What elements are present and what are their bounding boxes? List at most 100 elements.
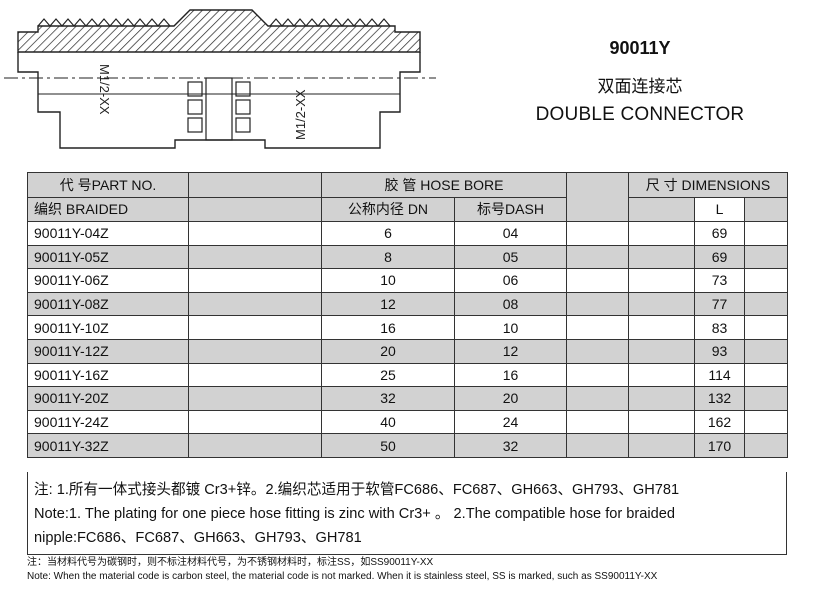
l-cell: 69 bbox=[694, 244, 745, 270]
part-no-cell: 90011Y-06Z bbox=[27, 268, 189, 293]
dash-cell: 05 bbox=[454, 244, 567, 270]
dn-cell: 40 bbox=[321, 409, 455, 435]
empty-cell bbox=[566, 268, 629, 293]
empty-cell bbox=[188, 315, 322, 340]
l-cell: 73 bbox=[694, 268, 745, 293]
table-header-row-2: 编织 BRAIDED 公称内径 DN 标号DASH L bbox=[27, 196, 789, 222]
header-braided: 编织 BRAIDED bbox=[27, 196, 189, 222]
header-dn: 公称内径 DN bbox=[321, 196, 455, 222]
part-no-cell: 90011Y-12Z bbox=[27, 338, 189, 364]
empty-cell bbox=[628, 386, 695, 411]
dn-cell: 32 bbox=[321, 386, 455, 411]
empty-cell bbox=[188, 268, 322, 293]
empty-cell bbox=[628, 338, 695, 364]
header-dash: 标号DASH bbox=[454, 196, 567, 222]
empty-cell bbox=[566, 315, 629, 340]
header-empty bbox=[566, 172, 629, 222]
table-header-row-1: 代 号PART NO. 胶 管 HOSE BORE 尺 寸 DIMENSIONS bbox=[27, 172, 789, 222]
dn-cell: 8 bbox=[321, 244, 455, 270]
dash-cell: 06 bbox=[454, 268, 567, 293]
product-name-en: DOUBLE CONNECTOR bbox=[535, 104, 745, 125]
header-empty bbox=[188, 172, 322, 198]
empty-cell bbox=[628, 268, 695, 293]
header-empty bbox=[188, 196, 322, 222]
empty-cell bbox=[566, 409, 629, 435]
header-part-no: 代 号PART NO. bbox=[27, 172, 189, 198]
l-cell: 83 bbox=[694, 315, 745, 340]
dash-cell: 08 bbox=[454, 291, 567, 317]
l-cell: 132 bbox=[694, 386, 745, 411]
left-thread-label: M1/2-XX bbox=[97, 64, 112, 115]
dash-cell: 32 bbox=[454, 433, 567, 458]
empty-cell bbox=[628, 244, 695, 270]
empty-cell bbox=[566, 433, 629, 458]
part-no-cell: 90011Y-24Z bbox=[27, 409, 189, 435]
dash-cell: 20 bbox=[454, 386, 567, 411]
header-empty bbox=[743, 196, 789, 222]
empty-cell bbox=[566, 362, 629, 388]
empty-cell bbox=[628, 221, 695, 246]
dn-cell: 16 bbox=[321, 315, 455, 340]
part-no-cell: 90011Y-05Z bbox=[27, 244, 189, 270]
note-en-line2: nipple:FC686、FC687、GH663、GH793、GH781 bbox=[34, 530, 362, 546]
spec-table: 代 号PART NO. 胶 管 HOSE BORE 尺 寸 DIMENSIONS… bbox=[27, 172, 789, 458]
empty-cell bbox=[743, 291, 789, 317]
footnote: 注：当材料代号为碳钢时，则不标注材料代号，为不锈钢材料时，标注SS，如SS900… bbox=[27, 556, 657, 584]
part-no-cell: 90011Y-32Z bbox=[27, 433, 189, 458]
product-name-cn: 双面连接芯 bbox=[597, 77, 683, 96]
l-cell: 162 bbox=[694, 409, 745, 435]
l-cell: 93 bbox=[694, 338, 745, 364]
header-dimensions: 尺 寸 DIMENSIONS bbox=[627, 172, 789, 198]
dn-cell: 25 bbox=[321, 362, 455, 388]
empty-cell bbox=[566, 338, 629, 364]
part-no-cell: 90011Y-20Z bbox=[27, 386, 189, 411]
empty-cell bbox=[743, 362, 789, 388]
empty-cell bbox=[188, 386, 322, 411]
empty-cell bbox=[628, 433, 695, 458]
l-cell: 114 bbox=[694, 362, 745, 388]
empty-cell bbox=[743, 268, 789, 293]
part-no-cell: 90011Y-04Z bbox=[27, 221, 189, 246]
empty-cell bbox=[188, 362, 322, 388]
empty-cell bbox=[743, 433, 789, 458]
footnote-cn: 注：当材料代号为碳钢时，则不标注材料代号，为不锈钢材料时，标注SS，如SS900… bbox=[27, 557, 434, 568]
empty-cell bbox=[566, 291, 629, 317]
note-en-line1: Note:1. The plating for one piece hose f… bbox=[34, 506, 675, 522]
l-cell: 69 bbox=[694, 221, 745, 246]
empty-cell bbox=[743, 244, 789, 270]
empty-cell bbox=[628, 315, 695, 340]
part-no-cell: 90011Y-16Z bbox=[27, 362, 189, 388]
right-thread-label: M1/2-XX bbox=[293, 89, 308, 140]
empty-cell bbox=[743, 409, 789, 435]
empty-cell bbox=[566, 221, 629, 246]
empty-cell bbox=[188, 409, 322, 435]
empty-cell bbox=[743, 315, 789, 340]
header-empty bbox=[628, 196, 695, 222]
empty-cell bbox=[566, 386, 629, 411]
dn-cell: 10 bbox=[321, 268, 455, 293]
dash-cell: 24 bbox=[454, 409, 567, 435]
dn-cell: 20 bbox=[321, 338, 455, 364]
double-connector-drawing: M1/2-XX M1/2-XX bbox=[4, 9, 436, 149]
empty-cell bbox=[628, 409, 695, 435]
empty-cell bbox=[188, 244, 322, 270]
note-cn: 注: 1.所有一体式接头都镀 Cr3+锌。2.编织芯适用于软管FC686、FC6… bbox=[34, 482, 680, 498]
empty-cell bbox=[188, 338, 322, 364]
l-cell: 170 bbox=[694, 433, 745, 458]
dn-cell: 12 bbox=[321, 291, 455, 317]
empty-cell bbox=[743, 221, 789, 246]
empty-cell bbox=[188, 291, 322, 317]
footnote-en: Note: When the material code is carbon s… bbox=[27, 571, 658, 582]
dash-cell: 12 bbox=[454, 338, 567, 364]
header-l: L bbox=[694, 196, 745, 222]
dash-cell: 04 bbox=[454, 221, 567, 246]
l-cell: 77 bbox=[694, 291, 745, 317]
dn-cell: 6 bbox=[321, 221, 455, 246]
